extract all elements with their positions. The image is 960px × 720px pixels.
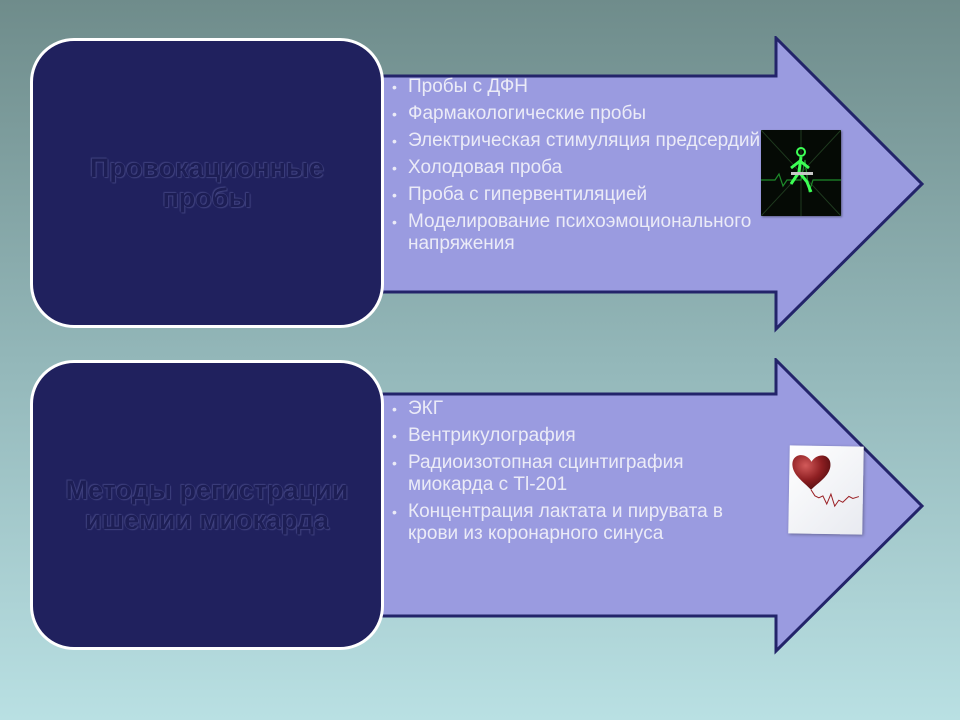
list-item: Моделирование психоэмоционального напряж… bbox=[388, 211, 768, 255]
block-title: Провокационные пробы bbox=[89, 153, 325, 213]
block-title-box: Методы регистрации ишемии миокарда bbox=[30, 360, 384, 650]
list-item: Вентрикулография bbox=[388, 425, 768, 447]
list-item: Фармакологические пробы bbox=[388, 103, 768, 125]
diagram-block-provocation: Провокационные пробы Пробы с ДФН Фармако… bbox=[0, 36, 960, 336]
list-item: Пробы с ДФН bbox=[388, 76, 768, 98]
list-item: Концентрация лактата и пирувата в крови … bbox=[388, 501, 768, 545]
item-list: ЭКГ Вентрикулография Радиоизотопная сцин… bbox=[388, 398, 768, 550]
block-title-box: Провокационные пробы bbox=[30, 38, 384, 328]
treadmill-ecg-icon bbox=[761, 130, 841, 216]
list-item: Проба с гипервентиляцией bbox=[388, 184, 768, 206]
diagram-block-ischemia-methods: Методы регистрации ишемии миокарда ЭКГ В… bbox=[0, 358, 960, 658]
item-list: Пробы с ДФН Фармакологические пробы Элек… bbox=[388, 76, 768, 260]
heart-ecg-icon bbox=[788, 445, 864, 535]
block-title: Методы регистрации ишемии миокарда bbox=[65, 475, 349, 535]
list-item: Холодовая проба bbox=[388, 157, 768, 179]
list-item: Радиоизотопная сцинтиграфия миокарда с T… bbox=[388, 452, 768, 496]
list-item: ЭКГ bbox=[388, 398, 768, 420]
list-item: Электрическая стимуляция предсердий bbox=[388, 130, 768, 152]
